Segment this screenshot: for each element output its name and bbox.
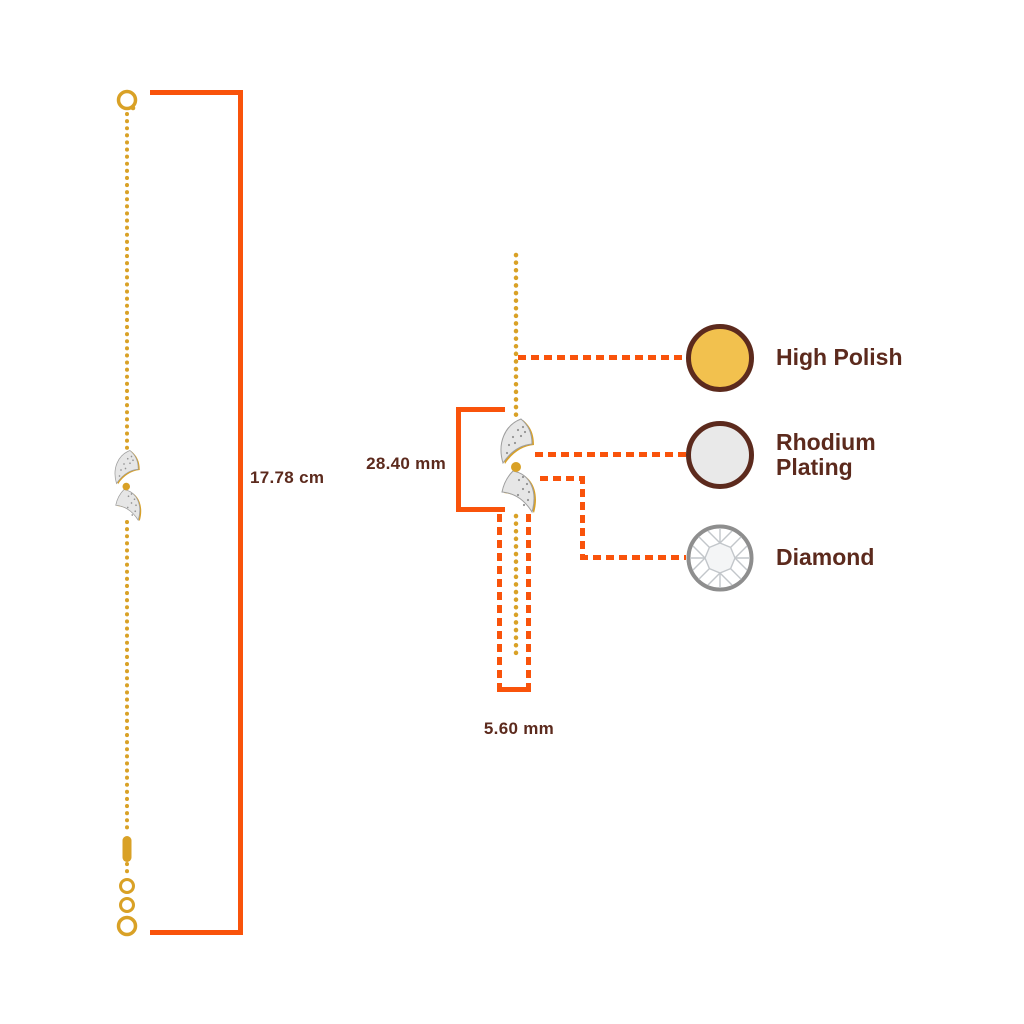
- diamond-callout-line-b: [580, 476, 585, 560]
- clasp-nub: [130, 105, 136, 111]
- diamond-label: Diamond: [776, 544, 875, 571]
- legend-item-rhodium-plating: Rhodium Plating: [686, 421, 926, 489]
- pendant-height-tick-top: [456, 407, 505, 412]
- bracelet-full-view: [114, 89, 142, 937]
- legend-item-diamond: Diamond: [686, 524, 926, 592]
- diamond-callout-line-a: [540, 476, 585, 481]
- high-polish-swatch-icon: [686, 324, 754, 392]
- pendant-width-line-left: [497, 514, 502, 690]
- rhodium-swatch-icon: [686, 421, 754, 489]
- extender-ring-2: [119, 897, 135, 913]
- pendant-charm: [114, 450, 142, 522]
- total-length-dimension-line: [238, 90, 243, 935]
- total-length-tick-top: [150, 90, 243, 95]
- high-polish-label: High Polish: [776, 344, 903, 371]
- pendant-width-label: 5.60 mm: [483, 719, 555, 738]
- pendant-width-tick-bottom: [497, 687, 531, 692]
- diamond-icon: [686, 524, 754, 592]
- rhodium-callout-line: [535, 452, 686, 457]
- pendant-width-line-right: [526, 514, 531, 690]
- diamond-callout-line-c: [580, 555, 686, 560]
- total-length-tick-bottom: [150, 930, 243, 935]
- pendant-height-tick-bottom: [456, 507, 505, 512]
- total-length-label: 17.78 cm: [250, 468, 325, 487]
- pendant-height-label: 28.40 mm: [366, 454, 446, 473]
- rhodium-plating-label: Rhodium Plating: [776, 428, 876, 480]
- legend-item-high-polish: High Polish: [686, 324, 926, 392]
- end-ring: [116, 915, 138, 937]
- high-polish-callout-line: [518, 355, 686, 360]
- bracelet-zoom-view: [500, 252, 537, 656]
- pendant-height-dimension-line: [456, 407, 461, 512]
- clasp-ring: [116, 89, 138, 111]
- brand-tag: [122, 836, 132, 862]
- extender-ring-1: [119, 878, 135, 894]
- zoom-pendant-charm: [500, 418, 537, 514]
